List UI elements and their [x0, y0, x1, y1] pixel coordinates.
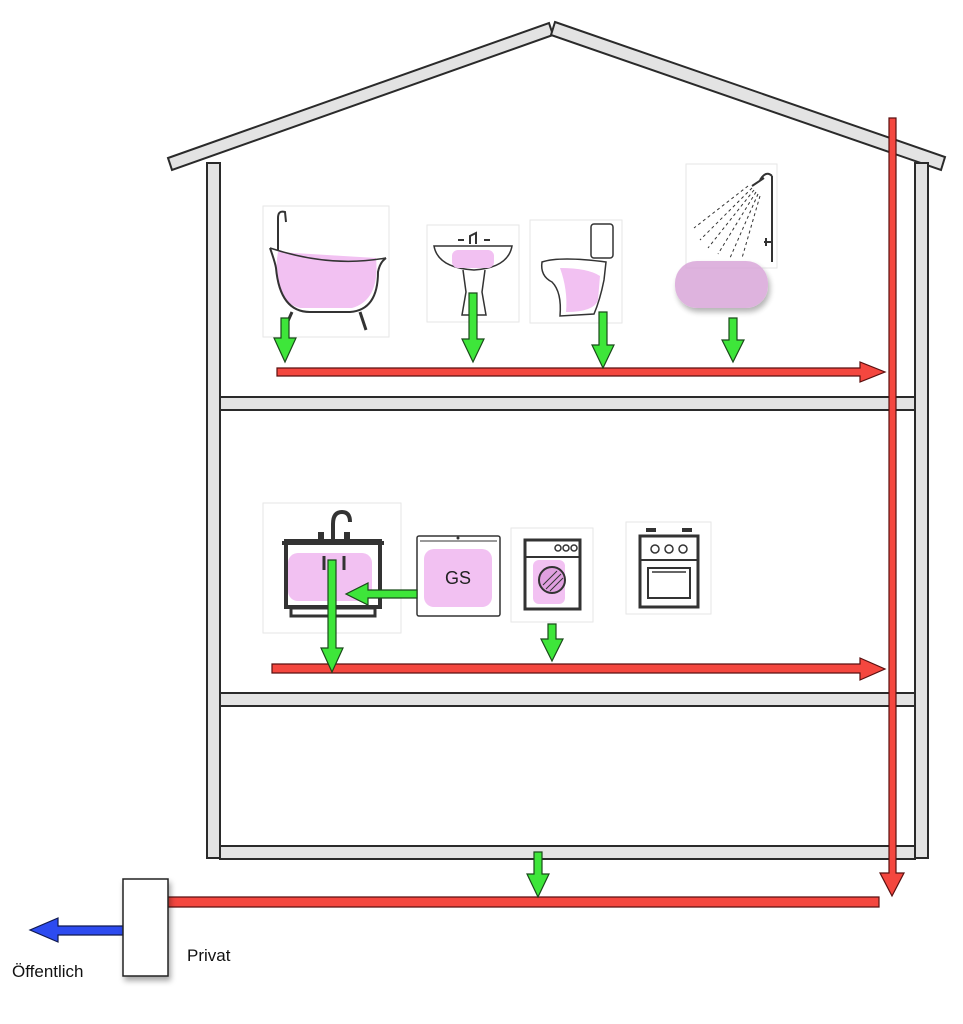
- dishwasher-icon: GS: [416, 535, 501, 617]
- upper-floor-slab: [219, 396, 916, 411]
- left-wall: [206, 162, 221, 859]
- ground-floor-drain-arrow: [526, 851, 550, 899]
- shower-icon: [675, 163, 778, 308]
- stove-icon: [625, 521, 712, 615]
- dishwasher-label: GS: [445, 568, 471, 588]
- washing-machine-icon: [510, 527, 594, 623]
- drain-arrows: [273, 292, 745, 899]
- bathtub-drain-arrow: [273, 317, 297, 364]
- sink-drain-arrow: [320, 559, 344, 674]
- roof: [166, 20, 947, 172]
- basement-collector-arrow: [132, 888, 880, 918]
- middle-floor-collector-arrow: [271, 657, 887, 681]
- right-wall: [914, 162, 929, 859]
- public-label: Öffentlich: [12, 962, 84, 981]
- dishwasher-to-sink-arrow: [344, 582, 418, 606]
- ground-floor-slab: [219, 845, 916, 860]
- toilet-icon: [529, 219, 623, 324]
- washbasin-drain-arrow: [461, 292, 485, 364]
- upper-floor-collector-arrow: [276, 361, 887, 383]
- property-connection-box: [122, 878, 169, 977]
- toilet-drain-arrow: [591, 311, 615, 370]
- washing-machine-drain-arrow: [540, 623, 564, 663]
- public-sewer-arrow: [28, 917, 125, 943]
- vertical-stack-arrow: [879, 117, 905, 898]
- private-label: Privat: [187, 946, 231, 965]
- bathtub-icon: [262, 205, 390, 338]
- shower-drain-arrow: [721, 317, 745, 364]
- middle-floor-slab: [219, 692, 916, 707]
